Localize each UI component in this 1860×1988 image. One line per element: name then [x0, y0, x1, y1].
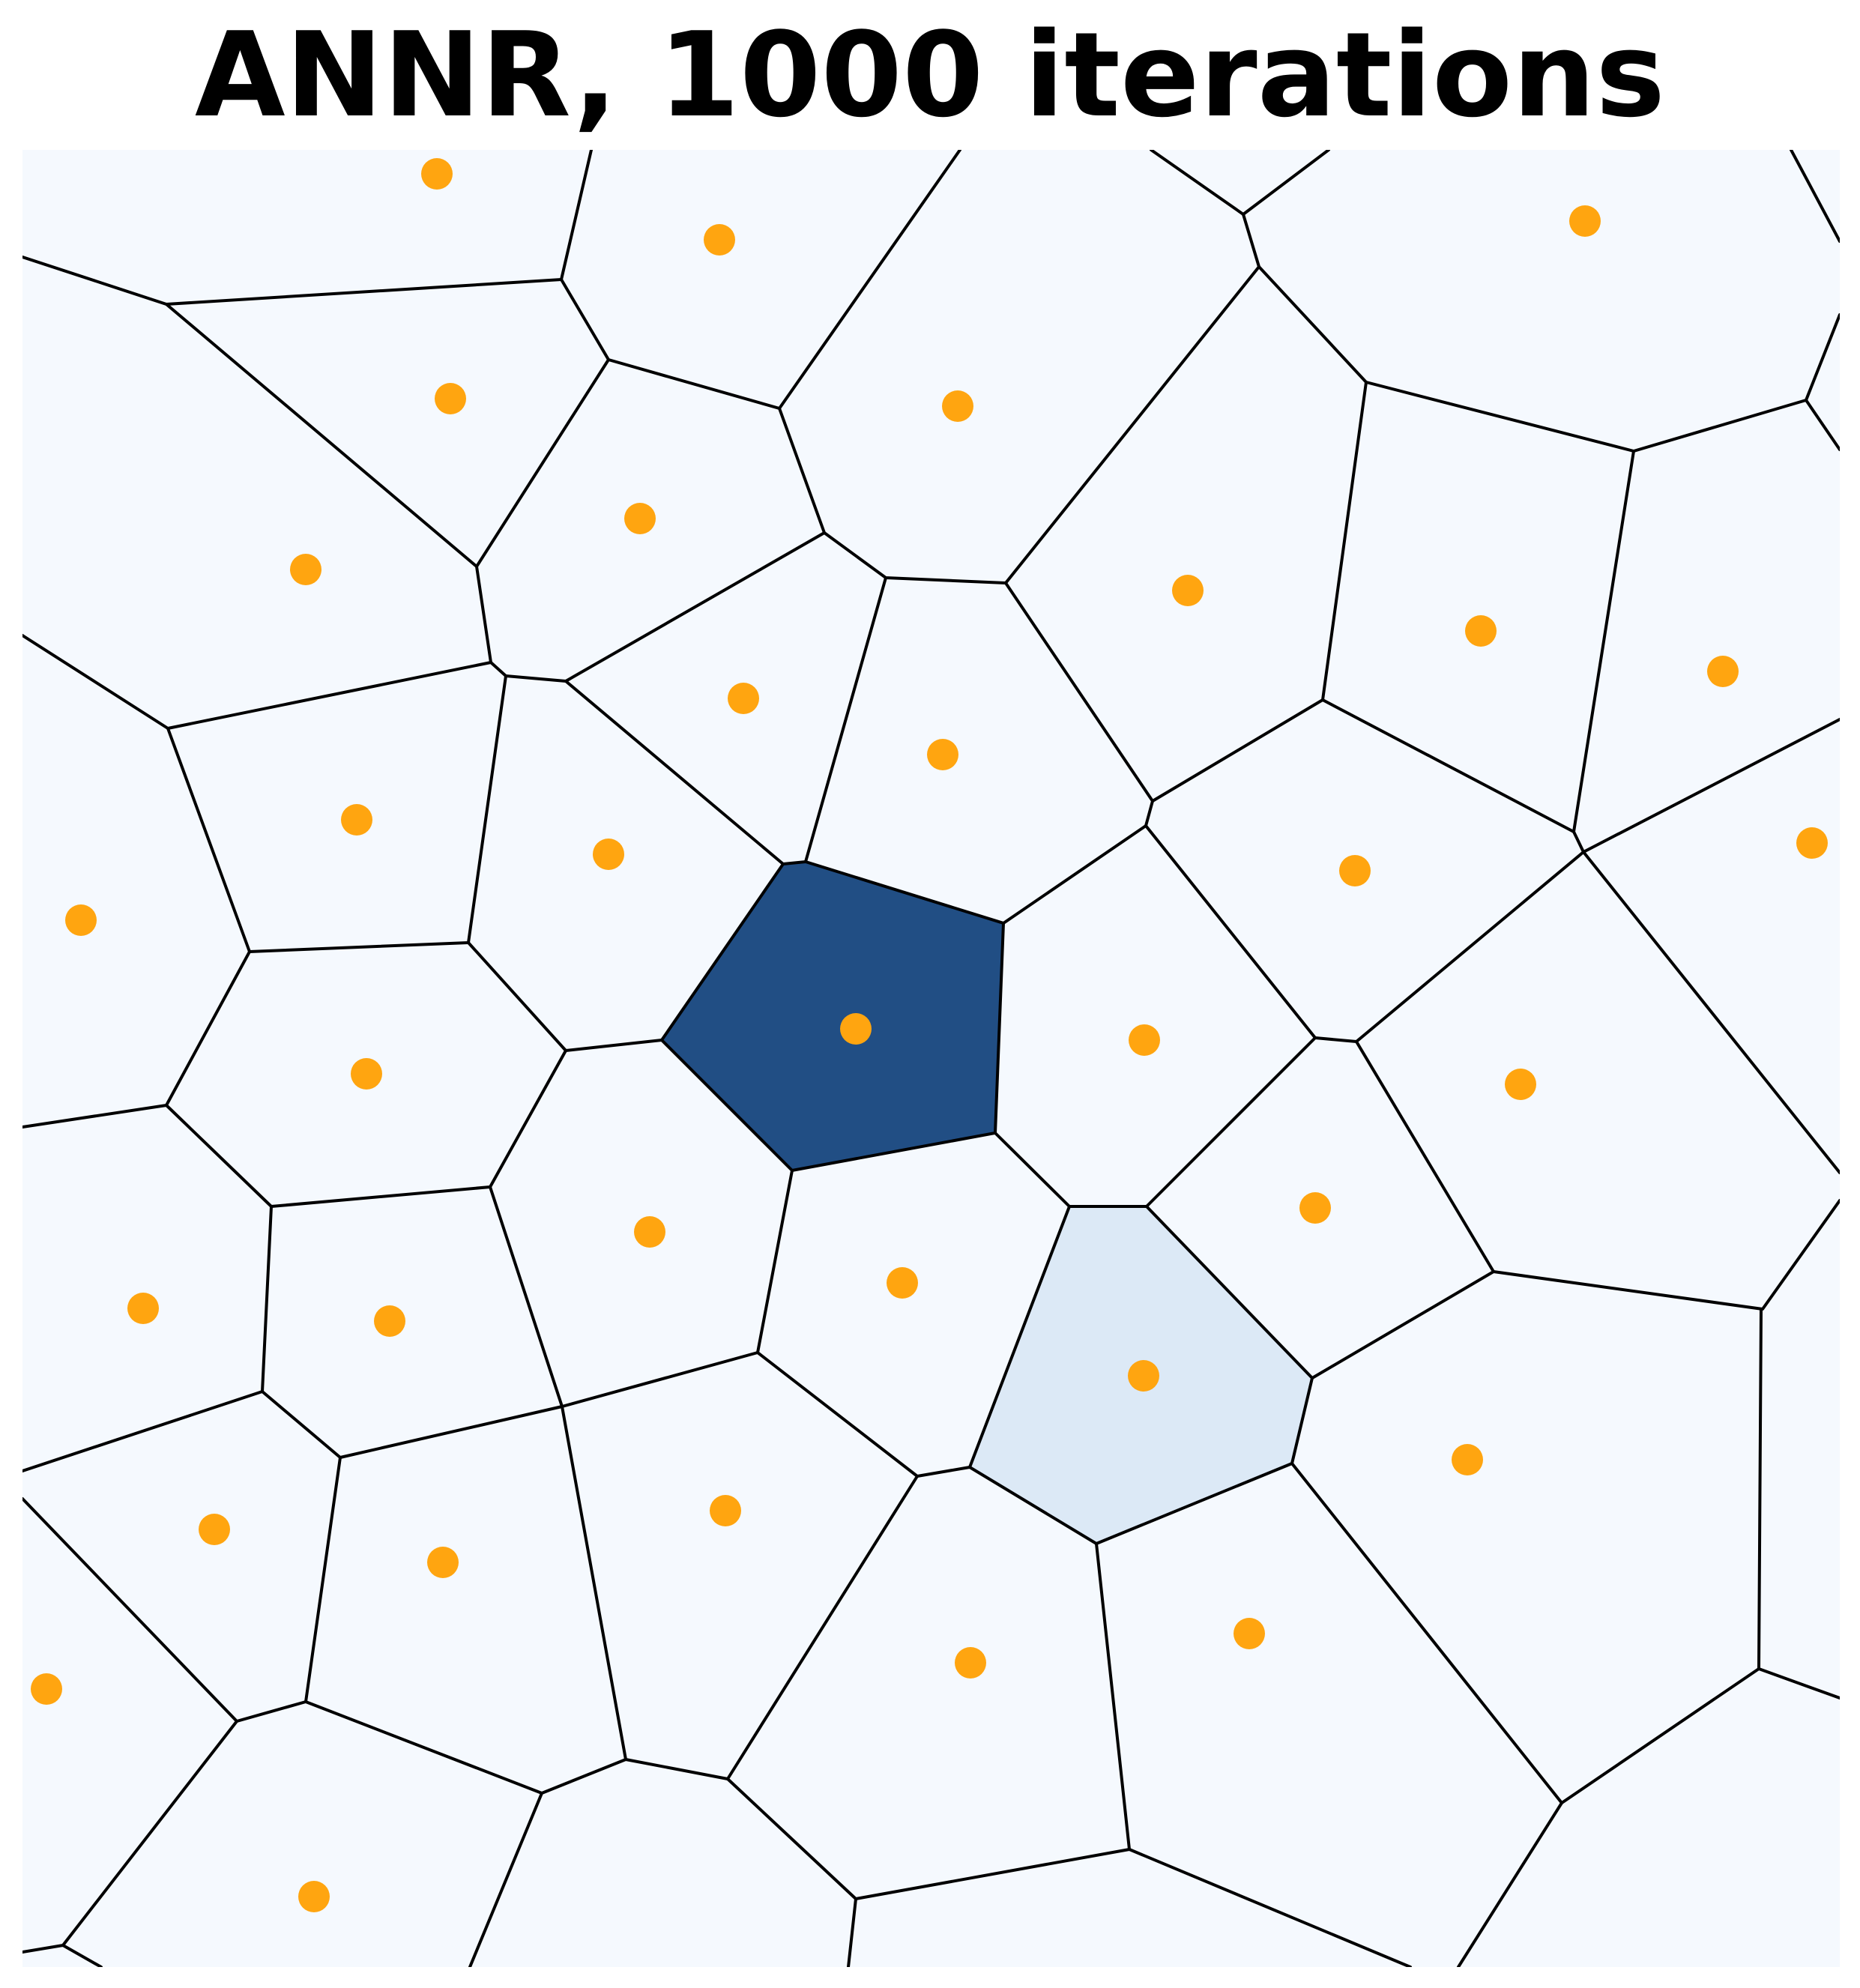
site-point — [1452, 1444, 1483, 1475]
site-point — [955, 1647, 986, 1679]
site-point — [199, 1514, 230, 1545]
cell-edge — [564, 680, 785, 865]
site-point — [624, 503, 656, 534]
site-point — [942, 390, 973, 422]
cell-edges — [22, 150, 1840, 1967]
cell-edge — [756, 1169, 971, 1478]
site-point — [341, 804, 372, 836]
site-point — [1505, 1069, 1536, 1100]
cell-edge — [1290, 1308, 1763, 1804]
sites — [31, 158, 1828, 1912]
cell-edge — [726, 1542, 1131, 1900]
site-point — [290, 554, 321, 585]
site-point — [634, 1216, 665, 1248]
cell-edge — [22, 150, 593, 306]
cell-edge — [475, 358, 610, 568]
cell-edge — [847, 1897, 857, 1967]
site-point — [887, 1267, 918, 1299]
site-point — [298, 1881, 330, 1912]
cell-edge — [165, 1049, 567, 1208]
site-point — [710, 1495, 741, 1526]
site-point — [1129, 1024, 1160, 1056]
site-point — [927, 739, 958, 770]
cell-edge — [1805, 399, 1840, 451]
figure-title: ANNR, 1000 iterations — [194, 7, 1666, 143]
cell-edge — [468, 1792, 543, 1967]
site-point — [1796, 827, 1828, 859]
site-point — [704, 224, 735, 256]
cell-edge — [1145, 1036, 1317, 1208]
site-point — [427, 1547, 459, 1578]
cell-edge — [804, 576, 887, 863]
cell-edge — [1002, 581, 1154, 925]
cell-edge — [1128, 1848, 1412, 1967]
site-point — [840, 1013, 872, 1045]
cell-edge — [994, 1132, 1071, 1208]
cell-edge — [1242, 213, 1840, 453]
site-point — [31, 1673, 62, 1705]
site-point — [1128, 1360, 1159, 1392]
site-point — [1339, 855, 1371, 886]
site-point — [374, 1305, 405, 1337]
site-point — [421, 158, 453, 190]
site-point — [65, 904, 97, 936]
site-point — [1569, 205, 1601, 237]
cell-edge — [1790, 150, 1840, 243]
cell-edge — [1757, 1667, 1840, 1700]
cell-edge — [1457, 1801, 1563, 1967]
site-point — [351, 1058, 382, 1090]
site-point — [1172, 575, 1204, 606]
cell-edge — [823, 265, 1260, 584]
site-point — [593, 839, 624, 870]
cell-edge — [61, 1944, 103, 1967]
site-point — [127, 1293, 159, 1324]
cell-edge — [166, 674, 507, 953]
site-point — [1707, 656, 1739, 687]
site-point — [435, 383, 466, 414]
cell-edge — [560, 150, 961, 410]
site-point — [728, 683, 759, 714]
site-point — [1299, 1192, 1331, 1224]
site-point — [1234, 1618, 1265, 1649]
site-point — [1465, 615, 1497, 647]
